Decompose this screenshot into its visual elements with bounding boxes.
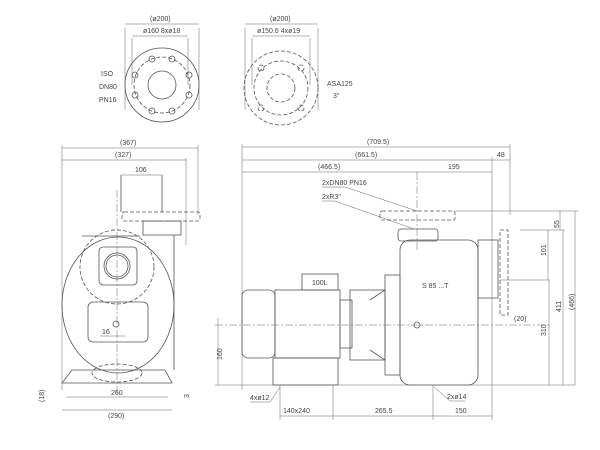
dim-label: (327) [115,152,131,159]
dim-label: 48 [497,152,505,159]
dim-label: 55 [554,220,561,228]
dim-label: 260 [111,390,123,397]
dim-label: 150 [455,408,467,415]
dim-label: 195 [448,164,460,171]
dim-label: (661.5) [355,152,377,159]
dim-label: (367) [120,140,136,147]
dim-label: (ø200) [150,16,171,23]
dim-label: ø160 8xø18 [143,28,180,35]
dim-label: 106 [135,167,147,174]
note-label: 2xR3" [322,194,341,201]
standard-label: PN16 [99,97,117,104]
dim-label: ø150.6 4xø19 [257,28,300,35]
side-view: (709.5) (661.5) 48 (466.5) 195 2xDN80 PN… [215,139,578,420]
dim-label: (290) [108,413,124,420]
iso-flange-view: (ø200) ø160 8xø18 ISO DN80 PN16 [99,16,200,123]
dim-label: 101 [541,244,548,256]
dim-label: (20) [514,316,526,323]
dim-label: 411 [556,301,563,312]
motor-label: 100L [312,280,328,287]
standard-label: DN80 [99,84,117,91]
dim-label: 16 [102,329,110,336]
standard-label: ISO [101,71,114,78]
note-label: 2xDN80 PN16 [322,180,367,187]
dim-label: (466) [569,294,576,310]
dim-label: 140x240 [283,408,310,415]
dim-label: (709.5) [367,139,389,146]
dim-label: 2xø14 [447,394,467,401]
front-view: (367) (327) 106 16 260 (290) (18) 3 [39,140,201,420]
dim-label: (ø200) [270,16,291,23]
asa-flange-view: (ø200) ø150.6 4xø19 ASA125 3" [243,16,353,126]
dim-label: 310 [541,324,548,336]
dim-label: 4xø12 [250,395,270,402]
dim-label: 160 [217,348,224,360]
dim-label: (466.5) [318,164,340,171]
motor-frame-box [301,273,339,291]
dim-label: 265.5 [375,408,393,415]
dim-label: 3 [184,394,191,398]
bolt-holes [131,55,193,115]
standard-label: ASA125 [327,81,353,88]
dim-label: (18) [39,390,46,402]
standard-label: 3" [333,93,340,100]
model-label: S 85 ...T [422,283,449,290]
